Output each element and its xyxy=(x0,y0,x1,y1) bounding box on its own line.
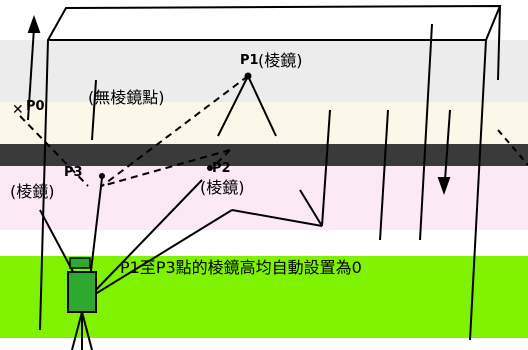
left-arrow xyxy=(27,15,41,121)
prism-p2-dot xyxy=(207,165,213,171)
p0-note: (無棱鏡點) xyxy=(88,88,165,107)
prism-p1-triangle xyxy=(217,75,277,137)
background-band-gray xyxy=(0,40,528,102)
prism-p3-dot xyxy=(99,173,105,179)
p2-note: (棱鏡) xyxy=(200,178,245,197)
p0-label: P0 xyxy=(26,99,45,114)
background-band-dark xyxy=(0,144,528,166)
diagram-caption: P1至P3點的棱鏡高均自動設置為0 xyxy=(120,258,362,277)
background-band-pink xyxy=(0,166,528,230)
p2-label: P2 xyxy=(212,161,231,176)
right-arrow xyxy=(437,109,451,195)
right-dashed-line xyxy=(497,129,528,166)
p3-label: P3 xyxy=(64,165,83,180)
p3-note: (棱鏡) xyxy=(10,182,55,201)
building-outline xyxy=(39,4,502,341)
dashed-sight-lines xyxy=(19,75,249,187)
p1-label: P1 xyxy=(240,53,259,68)
p1-note: (棱鏡) xyxy=(258,51,303,70)
p0-cross-icon: ✕ xyxy=(12,102,24,118)
total-station-icon xyxy=(67,257,97,350)
